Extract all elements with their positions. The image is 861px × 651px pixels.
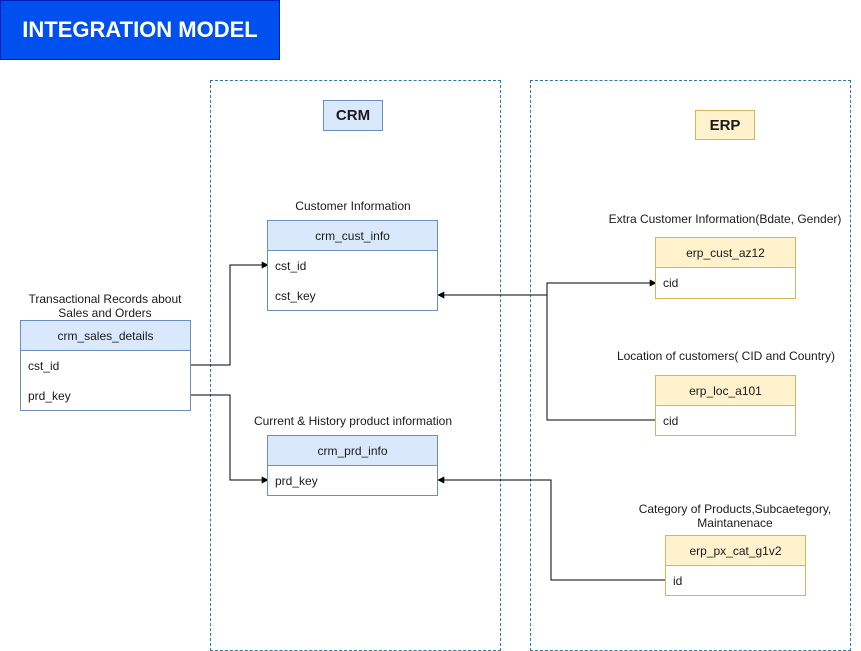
sales-details-caption: Transactional Records about Sales and Or…	[28, 292, 182, 320]
table-header: crm_cust_info	[268, 221, 437, 251]
link-loc-a101-to-cust-key	[546, 295, 656, 421]
cust-info-caption: Customer Information	[295, 199, 411, 213]
link-px-cat-to-prd-key	[437, 476, 666, 581]
diagram-title: INTEGRATION MODEL	[0, 0, 280, 60]
prd-info-caption: Current & History product information	[253, 414, 453, 428]
table-erp-px-cat-g1v2[interactable]: erp_px_cat_g1v2 id	[665, 535, 806, 596]
table-header: erp_px_cat_g1v2	[666, 536, 805, 566]
link-sales-cst-id-to-cust-info	[190, 261, 269, 366]
table-crm-sales-details[interactable]: crm_sales_details cst_id prd_key	[20, 320, 191, 411]
erp-zone-label: ERP	[695, 110, 755, 140]
table-header: crm_sales_details	[21, 321, 190, 351]
field-prd-key: prd_key	[28, 389, 71, 403]
table-crm-cust-info[interactable]: crm_cust_info cst_id cst_key	[267, 220, 438, 311]
field-id: id	[673, 574, 683, 588]
field-cst-id: cst_id	[28, 359, 60, 373]
field-prd-key: prd_key	[275, 474, 318, 488]
field-cid: cid	[663, 276, 679, 290]
crm-zone-label: CRM	[323, 100, 383, 131]
link-cust-key-to-cust-az12	[437, 279, 657, 299]
table-erp-loc-a101[interactable]: erp_loc_a101 cid	[655, 375, 796, 436]
px-cat-caption: Category of Products,Subcaetegory, Maint…	[638, 502, 832, 530]
loc-a101-caption: Location of customers( CID and Country)	[616, 349, 836, 363]
field-cid: cid	[663, 414, 679, 428]
field-cst-key: cst_key	[275, 289, 316, 303]
cust-az12-caption: Extra Customer Information(Bdate, Gender…	[608, 212, 842, 226]
table-crm-prd-info[interactable]: crm_prd_info prd_key	[267, 435, 438, 496]
link-sales-prd-key-to-prd-info	[190, 394, 269, 484]
table-header: crm_prd_info	[268, 436, 437, 466]
table-header: erp_loc_a101	[656, 376, 795, 406]
table-header: erp_cust_az12	[656, 238, 795, 268]
field-cst-id: cst_id	[275, 259, 307, 273]
table-erp-cust-az12[interactable]: erp_cust_az12 cid	[655, 237, 796, 299]
